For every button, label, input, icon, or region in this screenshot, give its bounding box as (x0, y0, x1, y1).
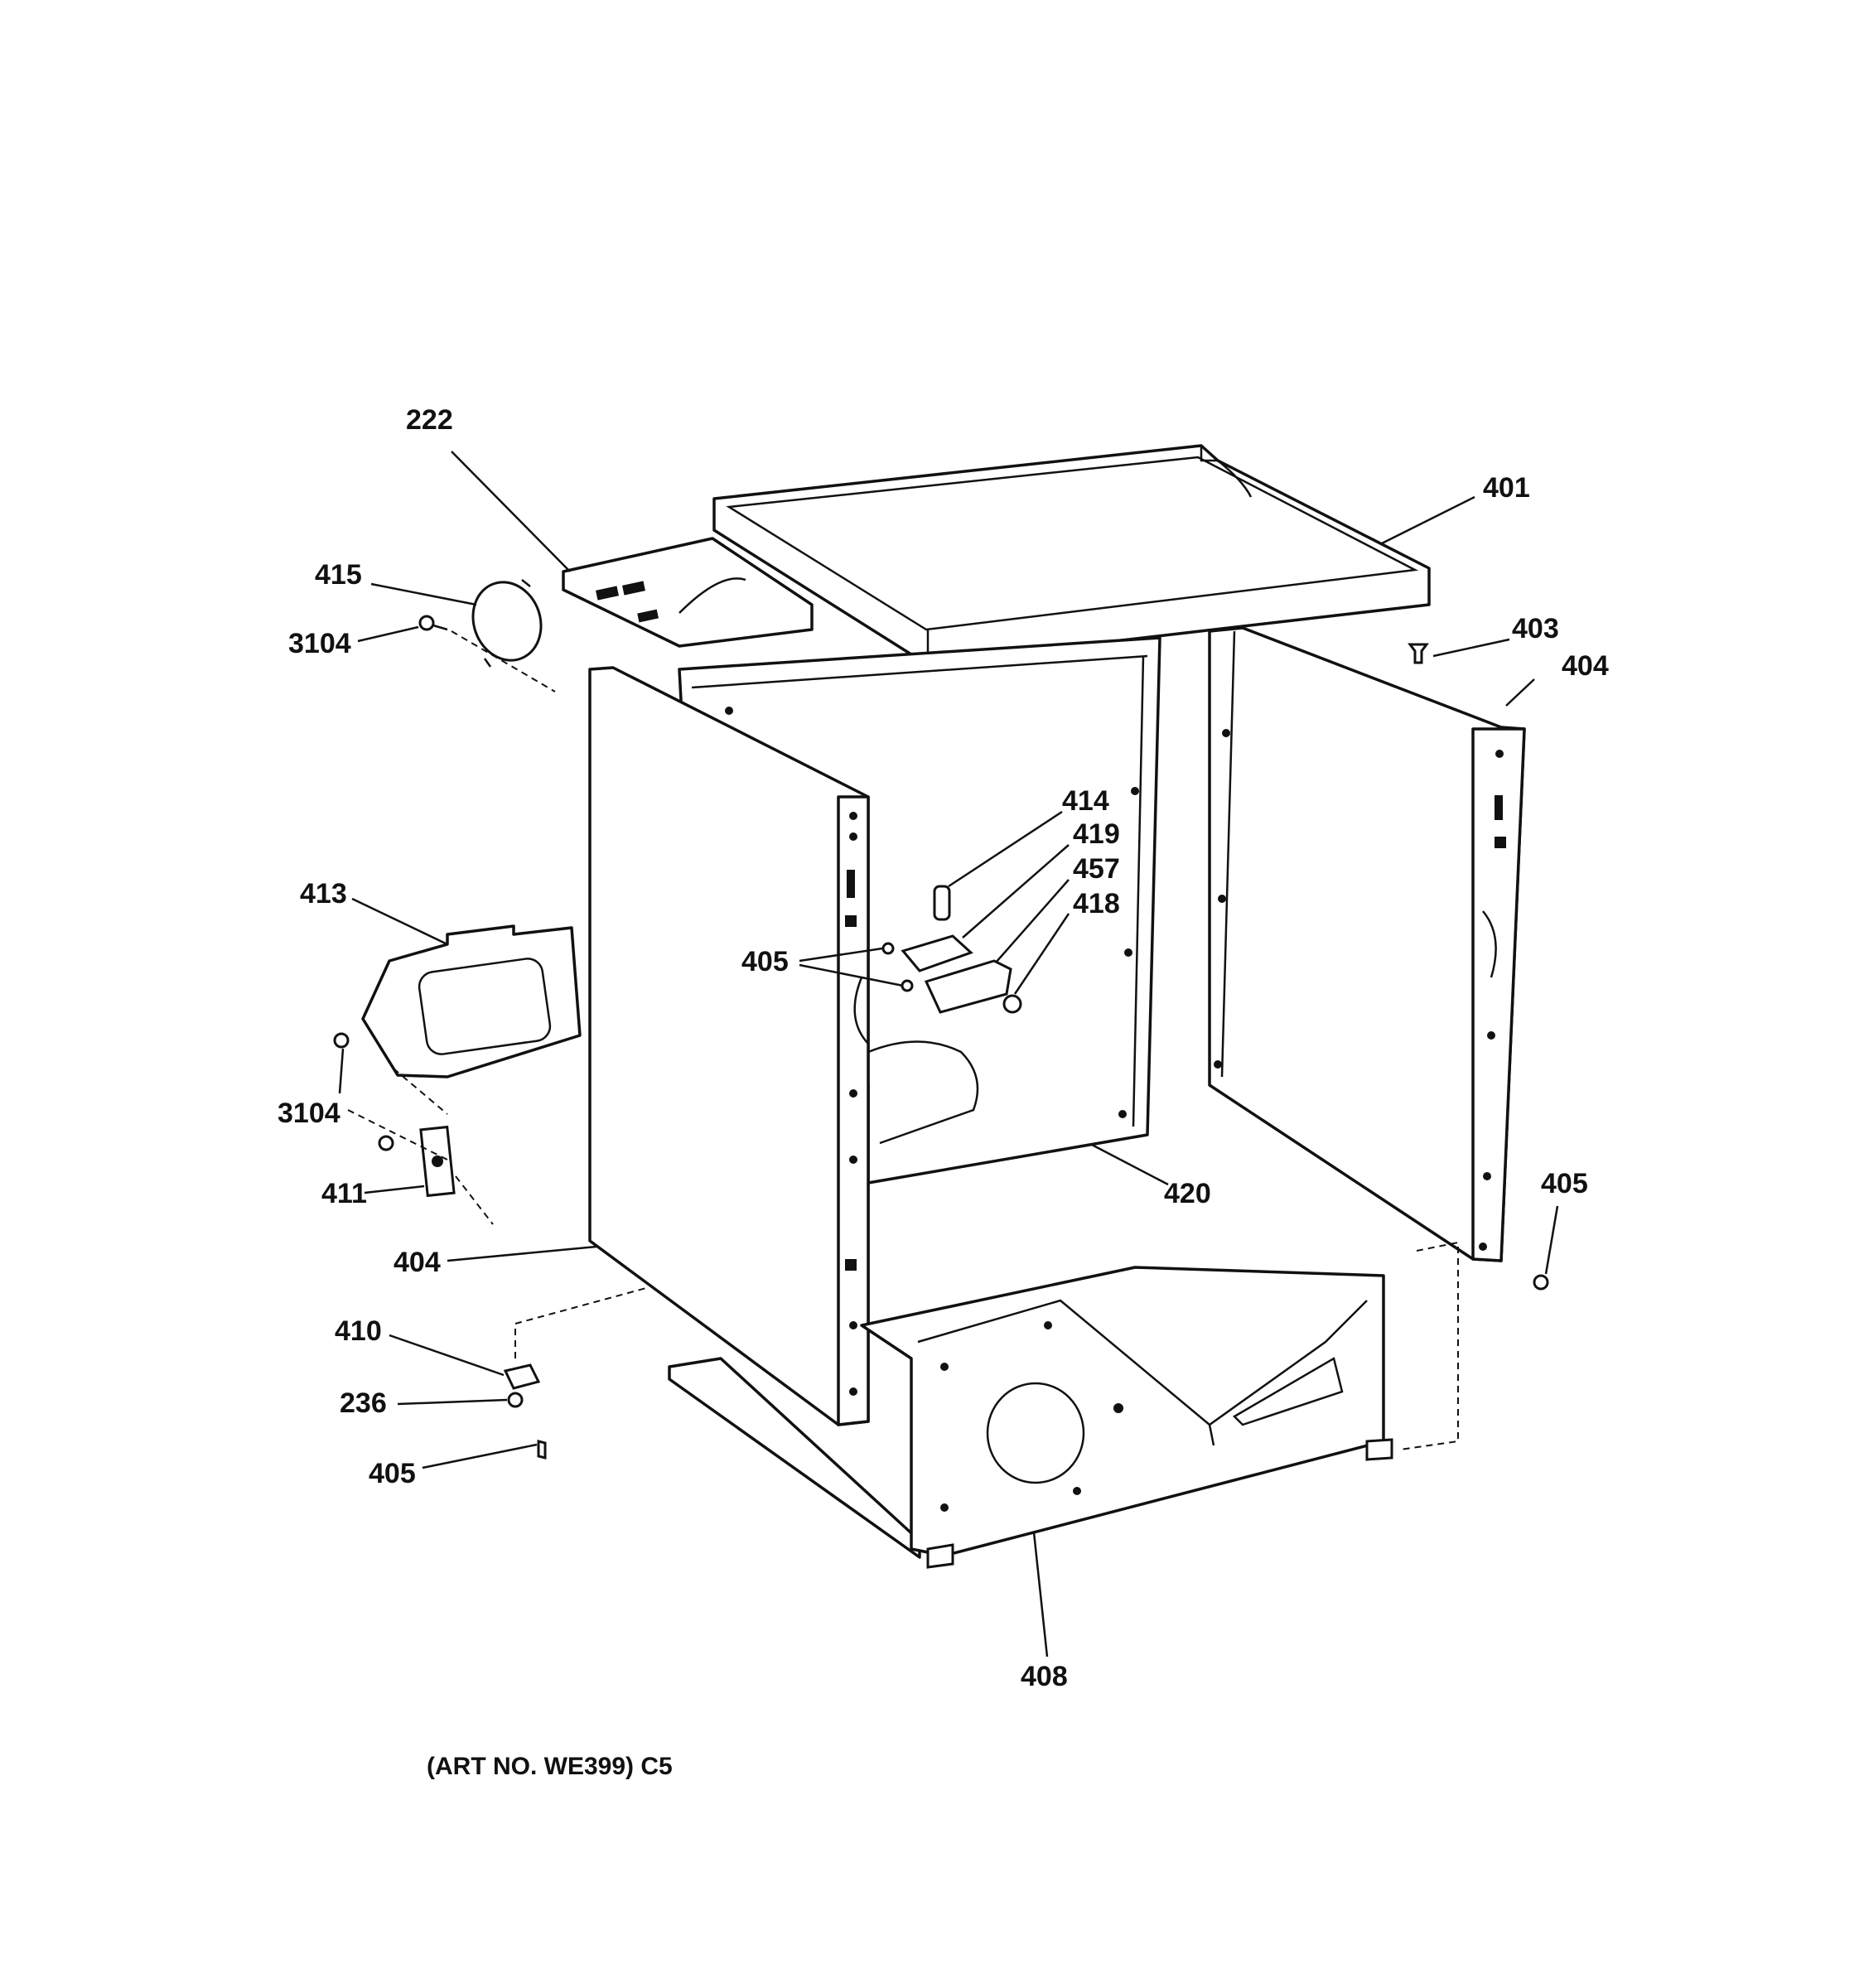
label-403: 403 (1512, 613, 1559, 644)
label-401: 401 (1483, 472, 1530, 504)
label-236: 236 (340, 1387, 387, 1419)
left-side-panel (588, 666, 870, 1426)
leader-lines (338, 451, 1559, 1657)
label-404-left: 404 (394, 1247, 441, 1278)
label-3104-top: 3104 (288, 628, 351, 659)
label-405-leg: 405 (369, 1458, 416, 1489)
label-415: 415 (315, 559, 362, 591)
screw-403 (1408, 643, 1429, 664)
label-408: 408 (1021, 1661, 1068, 1692)
hinge-assembly (881, 885, 1022, 1014)
label-3104-bottom: 3104 (278, 1098, 340, 1129)
label-413: 413 (300, 878, 347, 910)
label-457: 457 (1073, 853, 1120, 885)
base-frame (668, 1266, 1393, 1569)
label-418: 418 (1073, 888, 1120, 919)
top-bracket (562, 537, 814, 648)
label-414: 414 (1062, 785, 1109, 817)
label-420: 420 (1164, 1178, 1211, 1209)
label-410: 410 (335, 1315, 382, 1347)
label-404-right: 404 (1562, 650, 1609, 682)
label-405-right: 405 (1541, 1168, 1588, 1199)
screw-right (1533, 1274, 1549, 1291)
part-labels: 222 401 415 3104 403 404 414 419 457 418… (278, 404, 1609, 1692)
label-411: 411 (321, 1178, 367, 1209)
label-419: 419 (1073, 818, 1120, 850)
art-number-caption: (ART NO. WE399) C5 (427, 1753, 673, 1780)
top-panel (712, 444, 1431, 664)
label-405-hinge: 405 (741, 946, 789, 977)
right-side-panel (1208, 626, 1526, 1262)
leveling-leg (503, 1363, 547, 1460)
cover-plate (471, 579, 543, 668)
access-plate (333, 924, 582, 1078)
label-222: 222 (406, 404, 453, 436)
small-bracket (378, 1125, 456, 1198)
screw-top (418, 615, 448, 631)
